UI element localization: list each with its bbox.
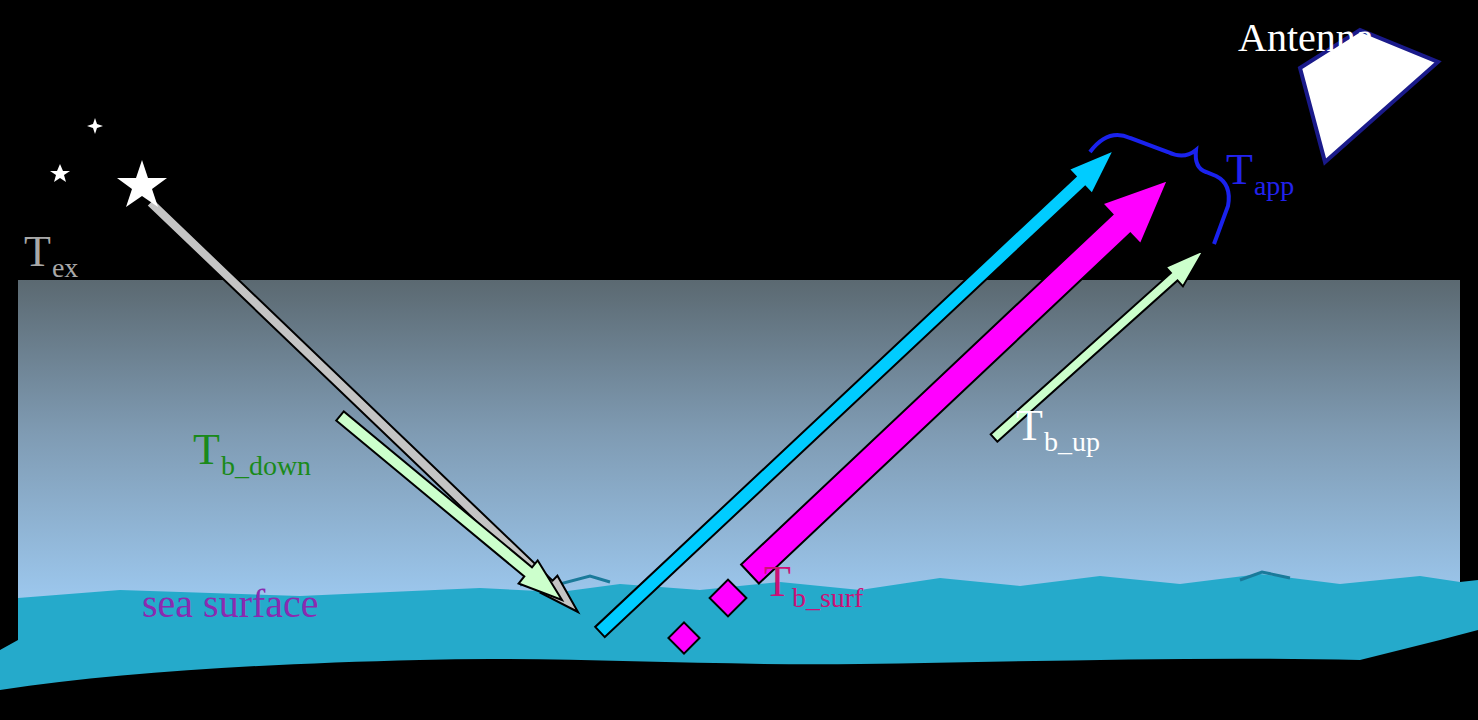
wave-crest bbox=[520, 572, 1290, 585]
sum-bracket bbox=[1090, 135, 1229, 244]
dashed-arrow-segment bbox=[668, 622, 699, 653]
star bbox=[50, 164, 70, 182]
symbol-letter: T bbox=[764, 560, 791, 604]
symbol-subscript: ex bbox=[52, 254, 78, 282]
atmosphere-band bbox=[18, 280, 1460, 620]
symbol-subscript: b_down bbox=[221, 452, 311, 480]
symbol-letter: T bbox=[24, 230, 51, 274]
sea-surface bbox=[0, 574, 1478, 720]
symbol-letter: T bbox=[1016, 404, 1043, 448]
radiation-arrow bbox=[741, 180, 1168, 584]
star bbox=[117, 160, 167, 207]
symbol-subscript: b_surf bbox=[792, 584, 864, 612]
symbol-subscript: b_up bbox=[1044, 428, 1100, 456]
symbol-letter: T bbox=[1226, 148, 1253, 192]
sea-depth bbox=[0, 630, 1478, 720]
symbol-subscript: app bbox=[1254, 172, 1294, 200]
star bbox=[87, 118, 103, 134]
sea-surface-label: sea surface bbox=[142, 584, 319, 624]
dashed-arrow-segment bbox=[710, 580, 747, 617]
symbol-letter: T bbox=[193, 428, 220, 472]
radiation-arrow bbox=[147, 198, 579, 612]
radiation-arrow bbox=[336, 411, 562, 600]
antenna-label: Antenna bbox=[1238, 18, 1374, 58]
